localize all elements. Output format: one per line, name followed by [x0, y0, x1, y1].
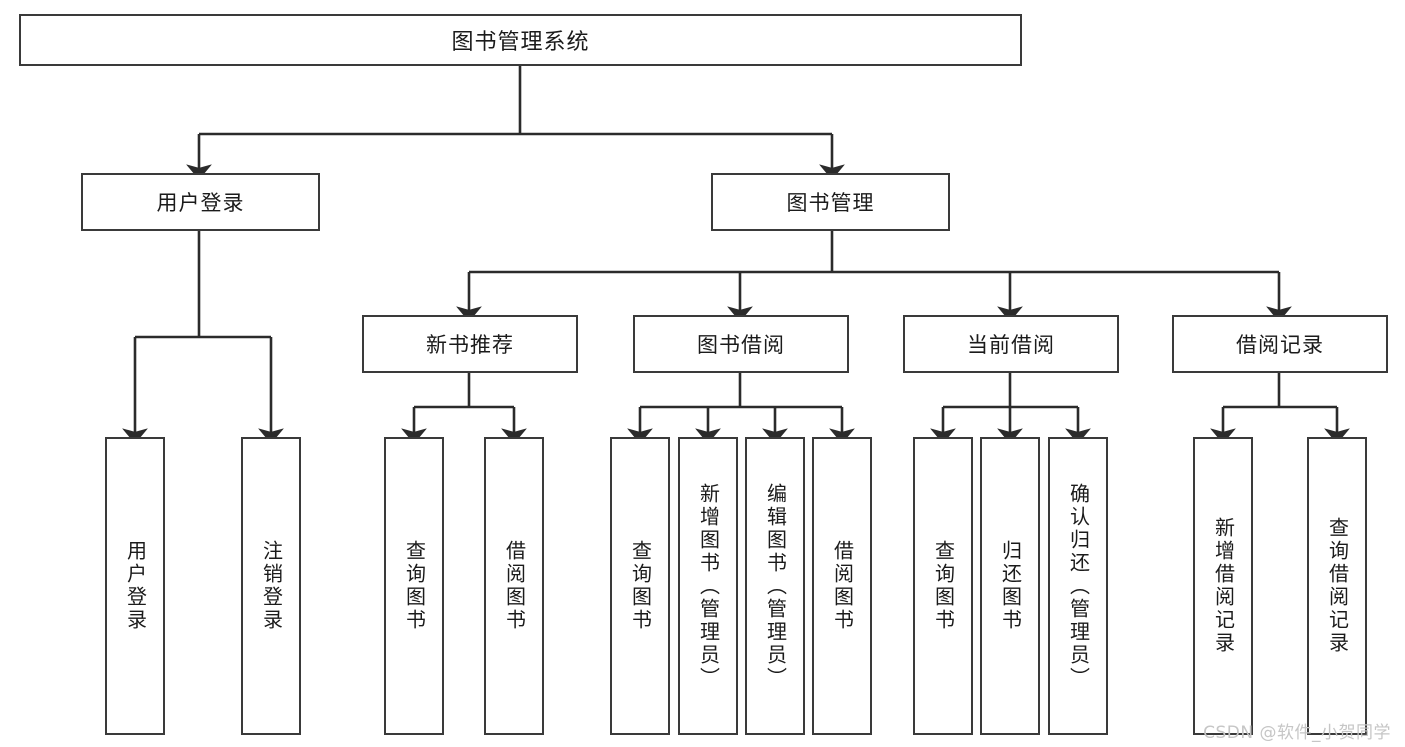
node-leaf-query-book-current[interactable]: 查询图书 — [913, 437, 973, 735]
node-label: 用户登录 — [123, 540, 148, 632]
node-label: 归还图书 — [998, 540, 1023, 632]
node-label: 查询借阅记录 — [1325, 517, 1350, 655]
node-label: 图书管理 — [786, 191, 875, 215]
node-book-borrow[interactable]: 图书借阅 — [633, 315, 849, 373]
node-new-book-recommend[interactable]: 新书推荐 — [362, 315, 578, 373]
node-label: 当前借阅 — [967, 333, 1055, 357]
watermark-csdn: CSDN @软件_小贺同学 — [1203, 723, 1391, 743]
node-label: 借阅图书 — [502, 540, 527, 632]
node-leaf-borrow-book-recommend[interactable]: 借阅图书 — [484, 437, 544, 735]
node-leaf-query-book-recommend[interactable]: 查询图书 — [384, 437, 444, 735]
node-label: 借阅记录 — [1236, 333, 1324, 357]
node-leaf-borrow-book[interactable]: 借阅图书 — [812, 437, 872, 735]
node-label: 图书借阅 — [697, 333, 785, 357]
node-label: 图书管理系统 — [451, 30, 590, 55]
node-label: 新书推荐 — [426, 333, 514, 357]
node-label: 确认归还（管理员） — [1066, 482, 1091, 690]
node-current-borrow[interactable]: 当前借阅 — [903, 315, 1119, 373]
node-root-book-management-system[interactable]: 图书管理系统 — [19, 14, 1022, 66]
node-leaf-add-book[interactable]: 新增图书（管理员） — [678, 437, 738, 735]
node-leaf-query-book-borrow[interactable]: 查询图书 — [610, 437, 670, 735]
node-leaf-user-login[interactable]: 用户登录 — [105, 437, 165, 735]
node-label: 注销登录 — [259, 540, 284, 632]
node-leaf-return-book[interactable]: 归还图书 — [980, 437, 1040, 735]
node-label: 查询图书 — [628, 540, 653, 632]
node-leaf-logout[interactable]: 注销登录 — [241, 437, 301, 735]
node-leaf-confirm-return[interactable]: 确认归还（管理员） — [1048, 437, 1108, 735]
node-label: 用户登录 — [156, 191, 245, 215]
node-label: 借阅图书 — [830, 540, 855, 632]
node-leaf-edit-book[interactable]: 编辑图书（管理员） — [745, 437, 805, 735]
node-label: 查询图书 — [402, 540, 427, 632]
node-book-manage[interactable]: 图书管理 — [711, 173, 950, 231]
node-leaf-query-borrow-record[interactable]: 查询借阅记录 — [1307, 437, 1367, 735]
node-label: 新增图书（管理员） — [696, 482, 721, 690]
node-label: 查询图书 — [931, 540, 956, 632]
node-borrow-record[interactable]: 借阅记录 — [1172, 315, 1388, 373]
node-label: 新增借阅记录 — [1211, 517, 1236, 655]
node-label: 编辑图书（管理员） — [763, 482, 788, 690]
node-user-login[interactable]: 用户登录 — [81, 173, 320, 231]
node-leaf-add-borrow-record[interactable]: 新增借阅记录 — [1193, 437, 1253, 735]
